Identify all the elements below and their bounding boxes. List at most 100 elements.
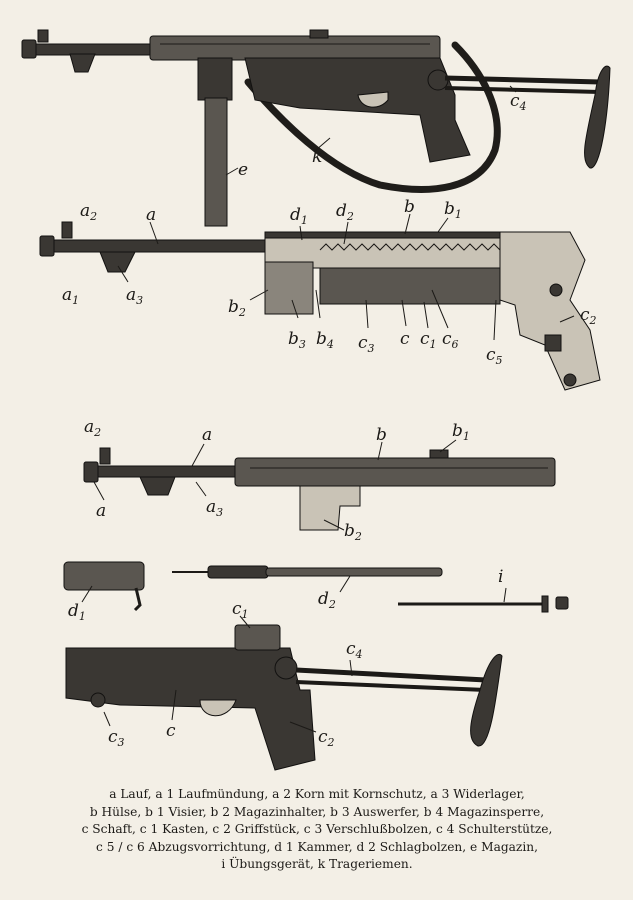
label-a3-fig3: a3 xyxy=(206,497,223,519)
label-a-cut: a xyxy=(146,205,156,225)
label-c3-fig5: c3 xyxy=(108,727,125,749)
lower-frame-bolt-c3 xyxy=(90,692,106,708)
lower-buttplate xyxy=(470,654,503,747)
leader-a-cut xyxy=(149,221,159,245)
label-c-cut: c xyxy=(400,329,410,349)
label-a-fig3-bottom: a xyxy=(96,501,106,521)
lower-stock-hinge xyxy=(274,656,298,680)
leader-c2-fig5 xyxy=(289,721,317,733)
receiver xyxy=(149,35,441,61)
label-a1-cut: a1 xyxy=(62,285,79,307)
figure-assembled-weapon: e k c4 xyxy=(21,29,611,227)
cutaway-muzzle xyxy=(39,235,55,257)
leader-a-fig3-bottom xyxy=(93,481,105,501)
legend-line: a Lauf, a 1 Laufmündung, a 2 Korn mit Ko… xyxy=(109,787,525,801)
magazine-well xyxy=(197,57,233,101)
leader-c4-fig5 xyxy=(349,659,353,677)
label-c1-cut: c1 xyxy=(420,329,437,351)
figure-barrel-receiver: a2 a b b1 a a3 b2 xyxy=(83,417,556,543)
leader-c-cut xyxy=(401,299,407,327)
leader-c3-fig5 xyxy=(103,711,111,727)
fig3-rear-sight xyxy=(429,449,449,459)
training-rod-head xyxy=(541,595,549,613)
figure-cutaway: a2 a d1 d2 b b1 a1 a3 b2 b3 b4 c3 c c1 c… xyxy=(39,197,601,391)
label-b-cut: b xyxy=(404,197,415,217)
grip-screw-2 xyxy=(563,373,577,387)
figure-lower-frame: c1 c4 c3 c c2 xyxy=(65,599,503,771)
label-c3-cut: c3 xyxy=(358,333,375,355)
buttplate xyxy=(584,65,611,169)
leader-d1-cut xyxy=(299,225,303,241)
cutaway-magazine-housing xyxy=(264,261,314,315)
leader-b1-fig3 xyxy=(439,439,457,453)
exploded-view-plate: e k c4 a2 a d1 d2 b b1 a1 xyxy=(21,29,611,771)
leader-c-fig5 xyxy=(171,689,177,721)
leader-c6-cut xyxy=(431,289,449,329)
label-c4-top: c4 xyxy=(510,91,527,113)
leader-b3-cut xyxy=(291,299,299,319)
label-c4-fig5: c4 xyxy=(346,639,363,661)
firing-pin-rod-d2 xyxy=(265,567,443,577)
label-d1-cut: d1 xyxy=(290,205,308,227)
bolt-body-d1 xyxy=(63,561,145,591)
leader-b-fig3 xyxy=(377,441,383,461)
leader-a-fig3-top xyxy=(191,443,205,467)
cutaway-barrel-rest xyxy=(99,251,136,273)
fig3-muzzle xyxy=(83,461,99,483)
stock-strut-upper xyxy=(444,75,601,85)
fig3-receiver xyxy=(234,457,556,487)
label-a2-fig3: a2 xyxy=(84,417,101,439)
label-b2-cut: b2 xyxy=(228,297,246,319)
label-c2-fig5: c2 xyxy=(318,727,335,749)
trigger-guard xyxy=(357,91,389,108)
lower-frame-housing-c1 xyxy=(234,624,281,651)
figure-bolt-parts: i d1 d2 xyxy=(63,561,569,623)
training-rod-cap xyxy=(555,596,569,610)
stock-strut-lower xyxy=(444,86,601,94)
barrel-rest xyxy=(69,53,96,73)
magazine-e xyxy=(204,97,228,227)
label-i: i xyxy=(498,567,503,587)
leader-c1-cut xyxy=(423,301,429,329)
legend-line: c Schaft, c 1 Kasten, c 2 Griffstück, c … xyxy=(81,822,553,836)
lower-stock-strut-upper xyxy=(295,667,487,683)
rear-sight xyxy=(309,29,329,39)
label-c6-cut: c6 xyxy=(442,329,459,351)
leader-c2-cut xyxy=(559,315,575,323)
legend-line: c 5 / c 6 Abzugsvorrichtung, d 1 Kammer,… xyxy=(96,839,538,854)
muzzle xyxy=(21,39,37,59)
label-a-fig3-top: a xyxy=(202,425,212,445)
firing-pin-body xyxy=(207,565,269,579)
label-a2-cut: a2 xyxy=(80,201,97,223)
leader-a3-fig3 xyxy=(195,481,207,497)
label-b1-cut: b1 xyxy=(444,199,462,221)
label-e: e xyxy=(238,160,248,180)
leader-c4-top xyxy=(509,85,517,93)
fig3-barrel-rest xyxy=(139,476,176,496)
cutaway-barrel xyxy=(44,239,286,253)
grip-screw-1 xyxy=(549,283,563,297)
fig3-front-sight xyxy=(99,447,111,465)
label-c-fig5: c xyxy=(166,721,176,741)
fig3-magazine-housing xyxy=(299,485,361,531)
leader-c1-fig5 xyxy=(239,615,251,629)
leader-e xyxy=(225,167,239,176)
cutaway-grip-frame xyxy=(499,231,601,391)
cutaway-front-sight xyxy=(61,221,73,239)
label-b2-fig3: b2 xyxy=(344,521,362,543)
barrel xyxy=(27,43,164,56)
leader-c5-cut xyxy=(493,299,497,341)
leader-d2-cut xyxy=(343,221,349,245)
leader-b2-cut xyxy=(249,289,269,301)
lower-trigger-guard xyxy=(199,699,237,717)
label-b4-cut: b4 xyxy=(316,329,334,351)
label-b1-fig3: b1 xyxy=(452,421,470,443)
leader-b1-cut xyxy=(437,217,449,233)
legend-caption: a Lauf, a 1 Laufmündung, a 2 Korn mit Ko… xyxy=(62,786,572,874)
sling-k xyxy=(244,41,501,193)
leader-a3-cut xyxy=(117,265,129,283)
label-a3-cut: a3 xyxy=(126,285,143,307)
label-d2-fig4: d2 xyxy=(318,589,336,611)
front-sight xyxy=(37,29,49,43)
leader-b2-fig3 xyxy=(323,519,345,531)
